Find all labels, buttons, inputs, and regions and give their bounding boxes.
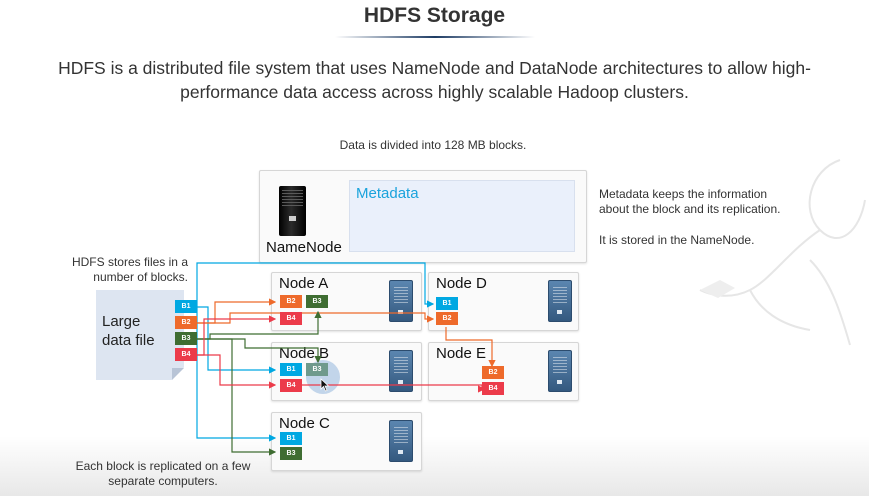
node-c-block-b1: B1 xyxy=(280,432,302,445)
title-underline xyxy=(335,36,535,38)
b1-to-node-c xyxy=(196,307,277,442)
node-b-block-b1: B1 xyxy=(280,363,302,376)
b3-to-node-b xyxy=(197,338,277,456)
server-icon xyxy=(548,350,572,392)
metadata-panel: Metadata xyxy=(349,180,575,252)
note-metadata: Metadata keeps the information about the… xyxy=(599,187,781,216)
metadata-label: Metadata xyxy=(356,185,419,202)
node-e-block-b2: B2 xyxy=(482,366,504,379)
file-block-b1: B1 xyxy=(175,300,197,313)
node-a-block-b3: B3 xyxy=(306,295,328,308)
note-replicated: Each block is replicated on a few separa… xyxy=(75,459,251,488)
node-d-label: Node D xyxy=(436,275,487,292)
server-icon xyxy=(389,280,413,322)
node-e-block-b4: B4 xyxy=(482,382,504,395)
node-b-block-b3: B3 xyxy=(306,363,328,376)
note-stored: It is stored in the NameNode. xyxy=(599,233,755,247)
node-e-label: Node E xyxy=(436,345,487,362)
background-figure-art xyxy=(699,159,866,346)
b4-to-node-b xyxy=(197,354,277,389)
server-icon xyxy=(548,280,572,322)
file-block-b2: B2 xyxy=(175,316,197,329)
large-data-file-icon xyxy=(96,290,184,380)
large-data-file-label: Large data file xyxy=(102,313,155,349)
b1-to-node-d xyxy=(196,262,435,308)
node-d-block-b2: B2 xyxy=(436,312,458,325)
node-b-block-b4: B4 xyxy=(280,379,302,392)
node-d-block-b1: B1 xyxy=(436,297,458,310)
namenode-label: NameNode xyxy=(266,239,342,256)
node-a-block-b4: B4 xyxy=(280,312,302,325)
b2-to-node-e xyxy=(445,327,496,368)
note-blocks: Data is divided into 128 MB blocks. xyxy=(339,138,527,152)
node-a-label: Node A xyxy=(279,275,329,292)
node-c-block-b3: B3 xyxy=(280,447,302,460)
node-c-label: Node C xyxy=(279,415,330,432)
server-icon xyxy=(389,420,413,462)
b2-to-node-d xyxy=(197,312,435,324)
file-block-b3: B3 xyxy=(175,332,197,345)
note-stores-blocks: HDFS stores files in a number of blocks. xyxy=(71,255,188,284)
background-fade xyxy=(0,436,869,496)
b3-to-node-c xyxy=(197,338,322,364)
node-a-block-b2: B2 xyxy=(280,295,302,308)
namenode-server-icon xyxy=(279,186,306,236)
page-title: HDFS Storage xyxy=(363,4,506,27)
file-block-b4: B4 xyxy=(175,348,197,361)
b4-to-node-a xyxy=(197,315,277,356)
mouse-cursor-icon xyxy=(320,378,330,392)
page-subtitle: HDFS is a distributed file system that u… xyxy=(58,58,811,102)
